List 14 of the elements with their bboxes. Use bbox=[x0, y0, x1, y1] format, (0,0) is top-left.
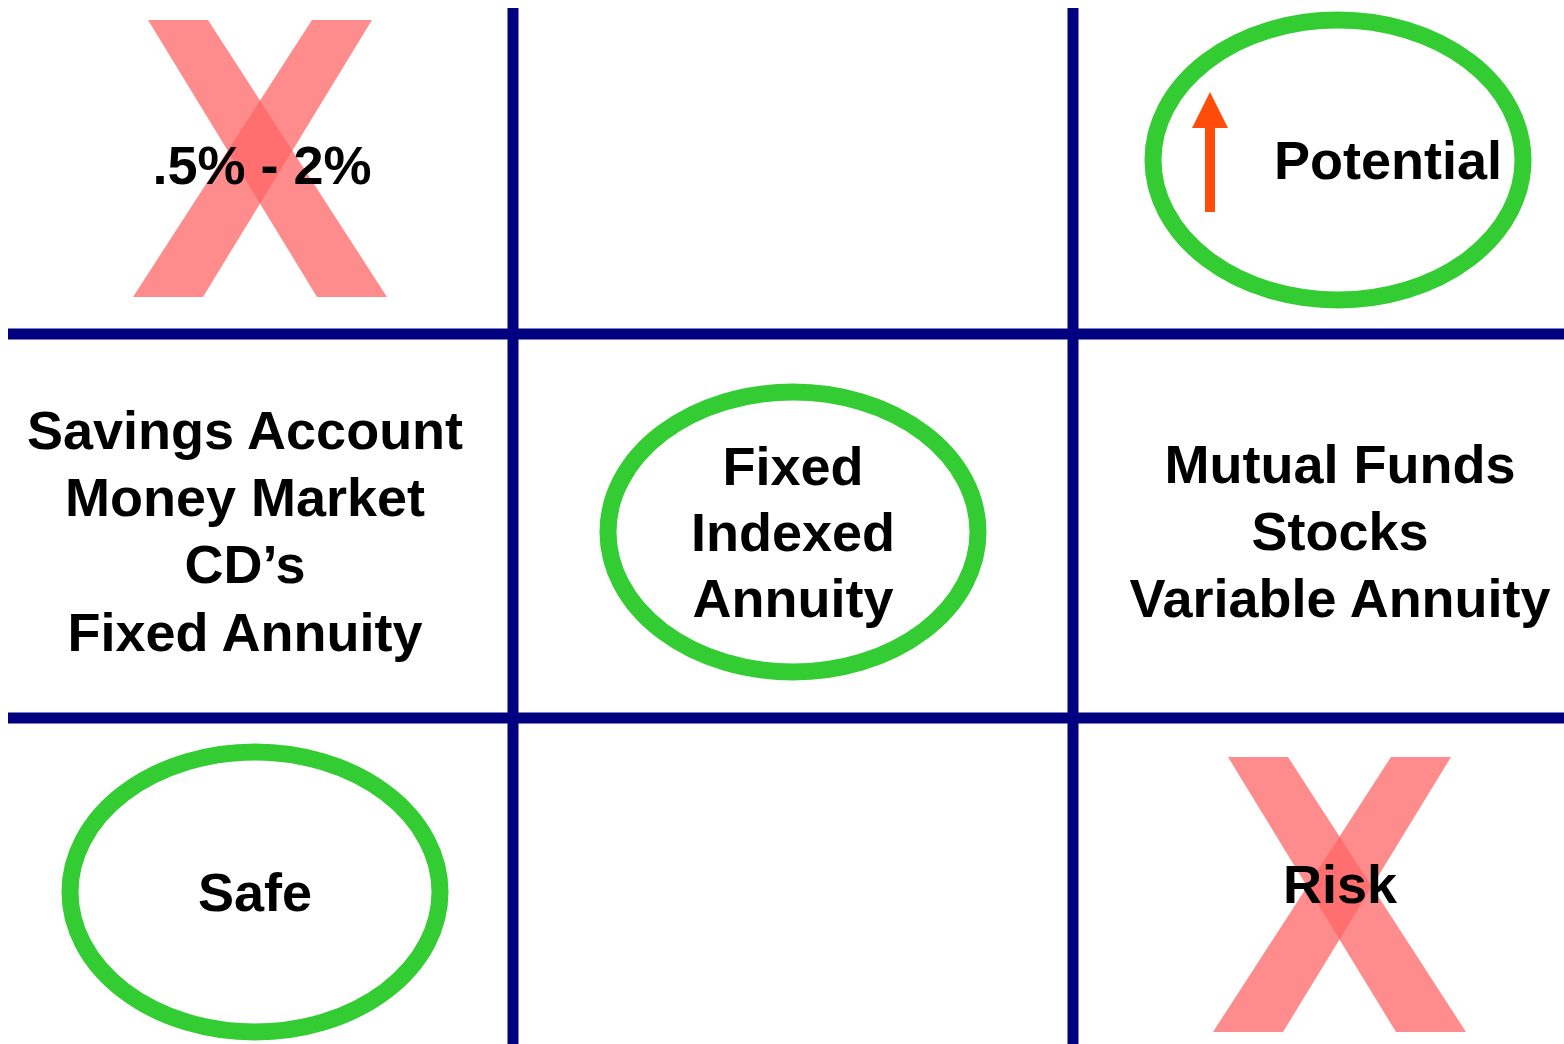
cell-text: CD’s bbox=[184, 533, 306, 596]
ellipse-node bbox=[1144, 11, 1532, 309]
cell-text: Money Market bbox=[65, 466, 426, 529]
node-label: Potential bbox=[1273, 129, 1503, 192]
ellipse-node bbox=[61, 743, 449, 1041]
node-label: Safe bbox=[196, 861, 314, 924]
ellipse-node bbox=[599, 383, 987, 681]
node-label: Fixed Indexed Annuity bbox=[689, 435, 897, 630]
cell-text: Stocks bbox=[1251, 500, 1429, 563]
cell-text: Variable Annuity bbox=[1129, 567, 1551, 630]
cell-text: Mutual Funds bbox=[1164, 433, 1516, 496]
cell-text: Fixed Annuity bbox=[67, 601, 423, 664]
cell-text: Savings Account bbox=[27, 399, 464, 462]
cell-text: .5% - 2% bbox=[152, 134, 372, 197]
